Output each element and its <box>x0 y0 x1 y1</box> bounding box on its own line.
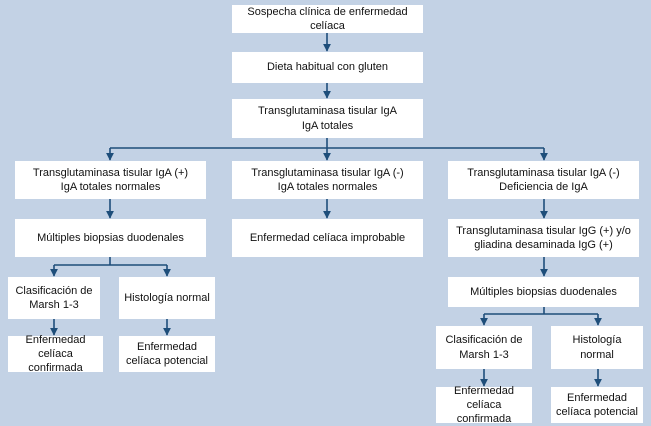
right-marsh-line-1: Clasificación de <box>445 334 523 347</box>
right-igg-line-2: gliadina desaminada IgG (+) <box>474 239 613 251</box>
right-normal-line-1: Histología normal <box>572 334 622 361</box>
right-igg-box: Transglutaminasa tisular IgG (+) y/o gli… <box>448 219 639 257</box>
mid-outcome-line-1: Enfermedad celíaca improbable <box>249 231 406 244</box>
left-potential-line-1: Enfermedad <box>137 340 197 353</box>
left-normal-box: Histología normal <box>119 277 215 319</box>
left-potential-box: Enfermedad celíaca potencial <box>119 336 215 372</box>
left-result-line-2: IgA totales normales <box>60 181 161 193</box>
right-igg-line-1: Transglutaminasa tisular IgG (+) y/o <box>456 224 631 237</box>
left-marsh-box: Clasificación de Marsh 1-3 <box>8 277 100 319</box>
right-potential-box: Enfermedad celíaca potencial <box>551 387 643 423</box>
left-biopsy-line-1: Múltiples biopsias duodenales <box>37 231 184 244</box>
diet-box: Dieta habitual con gluten <box>232 52 423 83</box>
left-confirmed-line-2: celíaca confirmada <box>28 347 83 375</box>
left-confirmed-line-1: Enfermedad <box>25 333 86 346</box>
right-biopsy-line-1: Múltiples biopsias duodenales <box>470 285 617 298</box>
ttg-test-line-2: IgA totales <box>301 119 354 132</box>
right-result-box: Transglutaminasa tisular IgA (-) Deficie… <box>448 161 639 199</box>
left-normal-line-1: Histología normal <box>124 291 210 304</box>
suspicion-line-1: Sospecha clínica de enfermedad celíaca <box>247 5 408 32</box>
left-confirmed-box: Enfermedad celíaca confirmada <box>8 333 103 374</box>
left-result-line-1: Transglutaminasa tisular IgA (+) <box>32 166 189 179</box>
left-biopsy-box: Múltiples biopsias duodenales <box>15 219 206 257</box>
left-potential-line-2: celíaca potencial <box>126 355 208 367</box>
right-confirmed-line-1: Enfermedad <box>454 384 514 397</box>
mid-outcome-box: Enfermedad celíaca improbable <box>232 219 423 257</box>
mid-result-line-2: IgA totales normales <box>277 181 378 193</box>
right-confirmed-box: Enfermedad celíaca confirmada <box>436 384 532 426</box>
ttg-test-box: Transglutaminasa tisular IgA IgA totales <box>232 99 423 138</box>
left-marsh-line-1: Clasificación de <box>15 284 93 297</box>
mid-result-box: Transglutaminasa tisular IgA (-) IgA tot… <box>232 161 423 199</box>
left-result-box: Transglutaminasa tisular IgA (+) IgA tot… <box>15 161 206 199</box>
right-confirmed-line-2: celíaca confirmada <box>456 398 512 426</box>
left-marsh-line-2: Marsh 1-3 <box>29 299 79 311</box>
diet-line-1: Dieta habitual con gluten <box>266 61 389 74</box>
right-potential-line-1: Enfermedad <box>567 391 627 404</box>
suspicion-box: Sospecha clínica de enfermedad celíaca <box>232 5 423 33</box>
mid-result-line-1: Transglutaminasa tisular IgA (-) <box>251 166 404 179</box>
right-marsh-box: Clasificación de Marsh 1-3 <box>436 326 532 369</box>
right-potential-line-2: celíaca potencial <box>556 406 638 418</box>
right-marsh-line-2: Marsh 1-3 <box>459 348 509 361</box>
right-normal-box: Histología normal <box>551 326 643 369</box>
right-biopsy-box: Múltiples biopsias duodenales <box>448 277 639 307</box>
right-result-line-1: Transglutaminasa tisular IgA (-) <box>467 166 620 179</box>
ttg-test-line-1: Transglutaminasa tisular IgA <box>258 105 397 118</box>
right-result-line-2: Deficiencia de IgA <box>499 181 588 193</box>
